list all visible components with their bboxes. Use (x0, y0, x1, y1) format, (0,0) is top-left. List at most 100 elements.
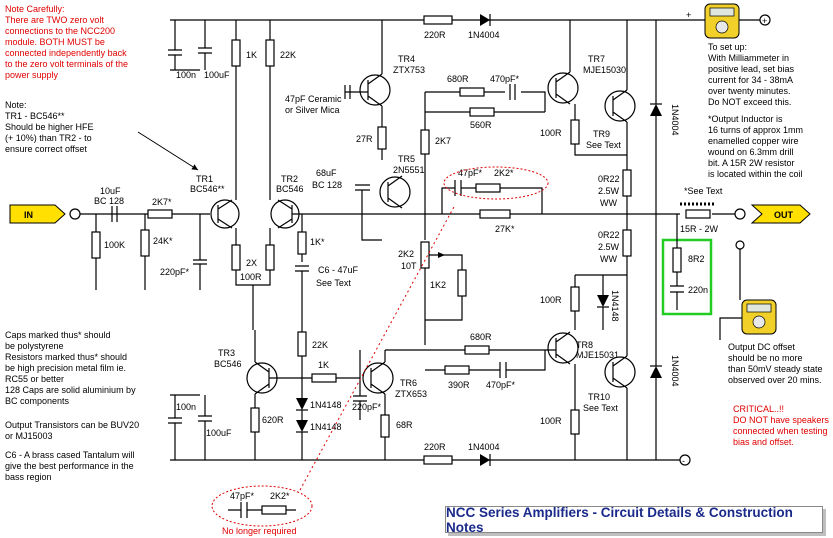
svg-text:WW: WW (600, 254, 617, 264)
milliammeter-icon: + + (686, 3, 767, 39)
svg-text:220n: 220n (688, 285, 708, 295)
svg-text:68R: 68R (396, 420, 413, 430)
rail-bot-components: 220R 1N4004 (423, 442, 500, 466)
svg-text:2K2: 2K2 (398, 249, 414, 259)
svg-text:100R: 100R (540, 416, 562, 426)
resistor-680r-bot: 680R (385, 332, 556, 355)
svg-text:BC 128: BC 128 (94, 196, 124, 206)
out-label: OUT (774, 210, 794, 220)
trimmer-2k2: 2K2 10T (398, 241, 445, 345)
svg-text:TR9: TR9 (593, 129, 610, 139)
svg-text:No longer required: No longer required (222, 526, 297, 536)
resistor-100r-tr8: 100R (540, 274, 627, 330)
svg-text:1N4148: 1N4148 (610, 290, 620, 322)
svg-text:TR4: TR4 (398, 54, 415, 64)
svg-text:27R: 27R (356, 134, 373, 144)
svg-text:1K: 1K (318, 360, 329, 370)
cap-c6: C6 - 47uF See Text (295, 265, 359, 300)
svg-text:See Text: See Text (586, 140, 621, 150)
ground-rail (170, 69, 200, 396)
svg-text:10T: 10T (401, 261, 417, 271)
svg-text:22K: 22K (280, 50, 296, 60)
cap-220pf-bot: 220pF* (352, 350, 382, 420)
resistor-620r: 620R (250, 407, 284, 460)
svg-text:100n: 100n (176, 70, 196, 80)
svg-text:TR5: TR5 (398, 154, 415, 164)
svg-text:1K2: 1K2 (430, 280, 446, 290)
resistor-2k7-in: 2K7* (147, 197, 173, 219)
tr6-transistor: TR6 ZTX653 (362, 350, 427, 415)
svg-text:2K7: 2K7 (435, 136, 451, 146)
svg-text:2N5551: 2N5551 (393, 165, 425, 175)
svg-text:100uF: 100uF (206, 428, 232, 438)
diagram-title-box: NCC Series Amplifiers - Circuit Details … (445, 505, 823, 535)
resistor-1k2: 1K2 (425, 254, 467, 321)
svg-text:27K*: 27K* (495, 224, 515, 234)
svg-text:0R22: 0R22 (598, 174, 620, 184)
resistor-1k-bot: 1K (269, 360, 360, 383)
resistor-22k-top: 22K (265, 20, 296, 200)
svg-text:47pF*: 47pF* (458, 168, 483, 178)
output-terminal[interactable]: OUT (734, 204, 811, 224)
tr8-transistor: TR8 MJE15031 (547, 331, 619, 365)
diode-1n4004-right-top: 1N4004 (650, 20, 680, 214)
resistor-100r-tr9: 100R (540, 104, 627, 156)
svg-text:BC546**: BC546** (190, 184, 225, 194)
svg-text:TR2: TR2 (281, 174, 298, 184)
resistor-68r: 68R (380, 414, 413, 460)
svg-text:ZTX753: ZTX753 (393, 65, 425, 75)
svg-text:2K2*: 2K2* (494, 168, 514, 178)
svg-text:BC546: BC546 (276, 184, 304, 194)
minus-terminal-label: - (682, 456, 685, 466)
resistor-0r22-top: 0R22 2.5W WW (598, 169, 632, 230)
svg-text:+: + (762, 16, 767, 26)
removed-components: 47pF* 2K2* No longer required (211, 204, 456, 536)
note-arrow (137, 131, 199, 171)
input-terminal[interactable]: IN (9, 204, 81, 224)
tr1-transistor: TR1 BC546** (190, 174, 240, 229)
svg-text:560R: 560R (470, 120, 492, 130)
svg-text:220pF*: 220pF* (352, 402, 382, 412)
svg-text:0R22: 0R22 (598, 230, 620, 240)
svg-text:10uF: 10uF (100, 186, 121, 196)
svg-text:2K7*: 2K7* (152, 197, 172, 207)
resistor-390r: 390R 470pF* (425, 350, 546, 390)
resistor-27r: 27R (356, 126, 387, 160)
svg-text:MJE15031: MJE15031 (576, 350, 619, 360)
svg-text:C6 - 47uF: C6 - 47uF (318, 265, 359, 275)
svg-text:TR7: TR7 (588, 54, 605, 64)
svg-text:100R: 100R (540, 295, 562, 305)
cap-10uf: 10uF BC 128 (94, 186, 124, 222)
svg-text:TR8: TR8 (576, 340, 593, 350)
resistor-100r-tr10: 100R (540, 364, 580, 460)
cap-47pf-ceramic: 47pF Ceramic or Silver Mica (285, 85, 368, 115)
svg-text:100R: 100R (540, 128, 562, 138)
svg-text:2K2*: 2K2* (270, 491, 290, 501)
svg-text:15R - 2W: 15R - 2W (680, 224, 719, 234)
svg-text:680R: 680R (447, 74, 469, 84)
svg-text:100n: 100n (176, 402, 196, 412)
svg-text:100uF: 100uF (204, 70, 230, 80)
svg-text:100K: 100K (104, 240, 125, 250)
diode-1n4148-right: 1N4148 (597, 275, 620, 330)
output-inductor: *See Text 15R - 2W (640, 186, 735, 234)
svg-text:TR6: TR6 (400, 378, 417, 388)
in-label: IN (24, 210, 33, 220)
cap-470pf-top: 470pF* (490, 74, 520, 100)
svg-text:220R: 220R (424, 30, 446, 40)
feedback-network: 47pF* 2K2* 27K* (441, 166, 549, 234)
svg-text:47pF Ceramic: 47pF Ceramic (285, 94, 342, 104)
decoupling-bot: 100n 100uF (168, 395, 232, 460)
svg-text:470pF*: 470pF* (490, 74, 520, 84)
resistor-2k7: 2K7 (420, 92, 451, 240)
diode-1n4148-pair: 1N4148 1N4148 (296, 378, 342, 460)
svg-text:BC546: BC546 (214, 359, 242, 369)
svg-text:470pF*: 470pF* (486, 380, 516, 390)
svg-text:1N4004: 1N4004 (468, 442, 500, 452)
svg-text:620R: 620R (262, 415, 284, 425)
